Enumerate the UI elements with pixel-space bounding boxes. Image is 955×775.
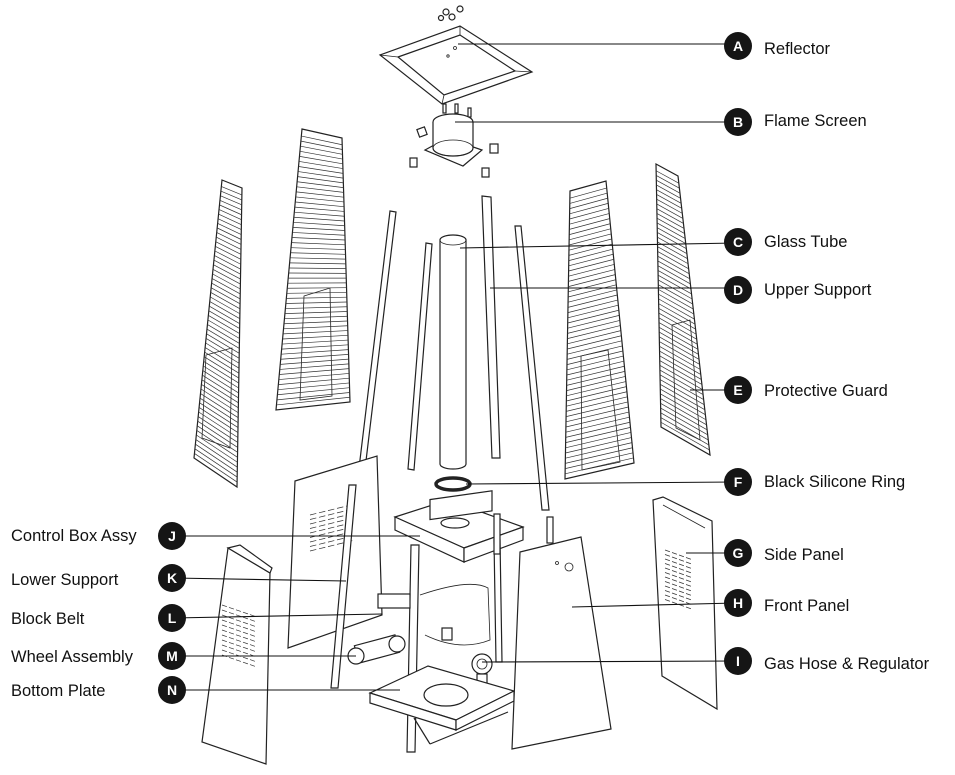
guard-center-right bbox=[564, 180, 635, 480]
svg-text:M: M bbox=[166, 648, 178, 664]
badge-l: L bbox=[158, 604, 186, 632]
svg-text:G: G bbox=[733, 545, 744, 561]
bottom-plate-part bbox=[368, 665, 516, 745]
guard-far-left bbox=[193, 179, 243, 489]
badge-h: H bbox=[724, 589, 752, 617]
label-block-belt: Block Belt bbox=[11, 610, 85, 628]
control-box-part bbox=[393, 490, 525, 563]
label-side-panel: Side Panel bbox=[764, 546, 844, 564]
label-glass-tube: Glass Tube bbox=[764, 233, 847, 251]
flame-screen-part bbox=[409, 103, 499, 178]
badge-k: K bbox=[158, 564, 186, 592]
leader-l bbox=[172, 613, 383, 619]
badge-a: A bbox=[724, 32, 752, 60]
badge-j: J bbox=[158, 522, 186, 550]
heater-exploded-drawing bbox=[193, 5, 718, 765]
svg-text:N: N bbox=[167, 682, 177, 698]
svg-text:B: B bbox=[733, 114, 743, 130]
label-wheel-assembly: Wheel Assembly bbox=[11, 648, 134, 666]
callout-leaders bbox=[172, 43, 737, 691]
svg-text:I: I bbox=[736, 653, 740, 669]
reflector-part bbox=[378, 25, 534, 105]
badge-e: E bbox=[724, 376, 752, 404]
label-protective-guard: Protective Guard bbox=[764, 382, 888, 400]
label-control-box: Control Box Assy bbox=[11, 527, 137, 545]
front-panel-part bbox=[511, 516, 612, 750]
badge-i: I bbox=[724, 647, 752, 675]
silicone-ring-part bbox=[434, 476, 472, 492]
top-screws bbox=[437, 5, 464, 22]
callouts: A Reflector B Flame Screen C Glass Tube … bbox=[11, 32, 930, 704]
rear-left-panel bbox=[287, 455, 383, 649]
svg-text:E: E bbox=[733, 382, 742, 398]
leader-c bbox=[459, 242, 737, 249]
label-flame-screen: Flame Screen bbox=[764, 112, 867, 130]
leader-k bbox=[172, 577, 347, 582]
badge-f: F bbox=[724, 468, 752, 496]
label-upper-support: Upper Support bbox=[764, 281, 872, 299]
svg-text:H: H bbox=[733, 595, 743, 611]
badge-d: D bbox=[724, 276, 752, 304]
svg-text:F: F bbox=[734, 474, 743, 490]
svg-text:L: L bbox=[168, 610, 177, 626]
svg-text:K: K bbox=[167, 570, 177, 586]
label-gas-hose-regulator: Gas Hose & Regulator bbox=[764, 655, 930, 673]
badge-b: B bbox=[724, 108, 752, 136]
badge-n: N bbox=[158, 676, 186, 704]
front-left-panel bbox=[201, 544, 273, 765]
badge-g: G bbox=[724, 539, 752, 567]
svg-text:J: J bbox=[168, 528, 176, 544]
svg-text:A: A bbox=[733, 38, 743, 54]
label-bottom-plate: Bottom Plate bbox=[11, 682, 105, 700]
label-front-panel: Front Panel bbox=[764, 597, 849, 615]
wheel-assembly-part bbox=[347, 634, 406, 665]
leader-i bbox=[481, 660, 737, 663]
glass-tube-part bbox=[439, 234, 467, 470]
leader-f bbox=[465, 481, 737, 485]
guard-far-right bbox=[655, 162, 711, 457]
label-silicone-ring: Black Silicone Ring bbox=[764, 473, 905, 491]
label-reflector: Reflector bbox=[764, 40, 831, 58]
svg-text:D: D bbox=[733, 282, 743, 298]
side-panel-part bbox=[652, 496, 718, 711]
badge-c: C bbox=[724, 228, 752, 256]
badge-m: M bbox=[158, 642, 186, 670]
label-lower-support: Lower Support bbox=[11, 571, 119, 589]
leader-h bbox=[571, 602, 737, 608]
guard-center-left bbox=[275, 128, 351, 411]
svg-text:C: C bbox=[733, 234, 743, 250]
